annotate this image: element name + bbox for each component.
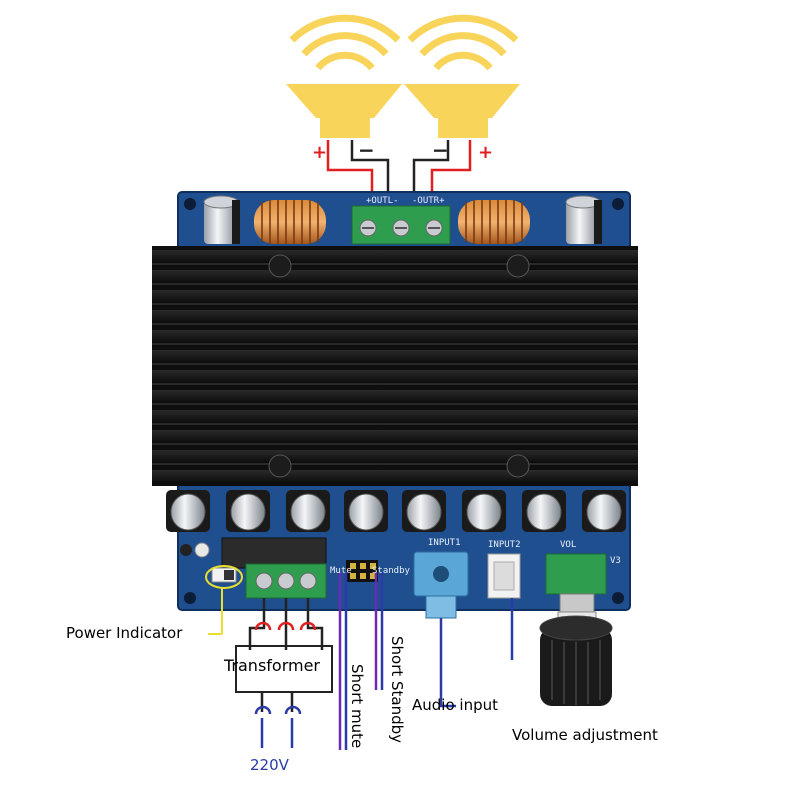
transformer-box xyxy=(235,645,333,693)
mains-wires xyxy=(254,692,302,748)
power-indicator-label: Power Indicator xyxy=(66,624,183,642)
audio-input-wire xyxy=(439,598,514,708)
output-right-label: -OUTR+ xyxy=(412,196,445,206)
volume-potentiometer xyxy=(545,553,607,627)
power-indicator-pointer xyxy=(208,588,223,635)
inductor-left xyxy=(254,200,326,244)
mute-standby-wires xyxy=(338,572,384,750)
standby-label: Standby xyxy=(372,566,410,576)
power-terminal-block xyxy=(245,563,327,599)
speaker-left-minus: − xyxy=(358,138,375,162)
speaker-right-minus: − xyxy=(432,138,449,162)
input2-label: INPUT2 xyxy=(488,540,521,550)
power-indicator-led xyxy=(205,565,243,589)
mute-label: Mute xyxy=(330,566,352,576)
inductor-right xyxy=(458,200,530,244)
transformer-label: Transformer xyxy=(224,656,321,675)
voltage-label: 220V xyxy=(250,756,289,774)
capacitor-top-right xyxy=(565,195,602,244)
speaker-left-plus: + xyxy=(312,142,328,163)
audio-input-label: Audio input xyxy=(412,696,498,714)
speaker-right-plus: + xyxy=(478,142,494,163)
vol-label: VOL xyxy=(560,540,577,550)
input1-label: INPUT1 xyxy=(428,538,461,548)
heatsink xyxy=(152,246,638,486)
short-standby-label: Short Standby xyxy=(388,636,406,744)
transformer-wires xyxy=(248,598,324,650)
short-mute-label: Short mute xyxy=(348,664,366,749)
output-terminal-block xyxy=(351,205,451,245)
capacitor-top-left xyxy=(203,195,240,244)
speaker-wires xyxy=(326,140,472,198)
speaker-right-icon xyxy=(404,14,520,138)
version-label: V3 xyxy=(610,556,621,566)
mute-standby-header xyxy=(346,560,378,582)
speaker-left-icon xyxy=(286,14,402,138)
output-left-label: +OUTL- xyxy=(366,196,399,206)
input2-connector xyxy=(487,553,521,599)
volume-knob xyxy=(539,615,613,706)
volume-adjustment-label: Volume adjustment xyxy=(512,726,658,744)
bridge-rectifier xyxy=(221,537,327,569)
audio-input-jack xyxy=(413,551,469,619)
capacitor-row-bottom xyxy=(166,490,626,532)
